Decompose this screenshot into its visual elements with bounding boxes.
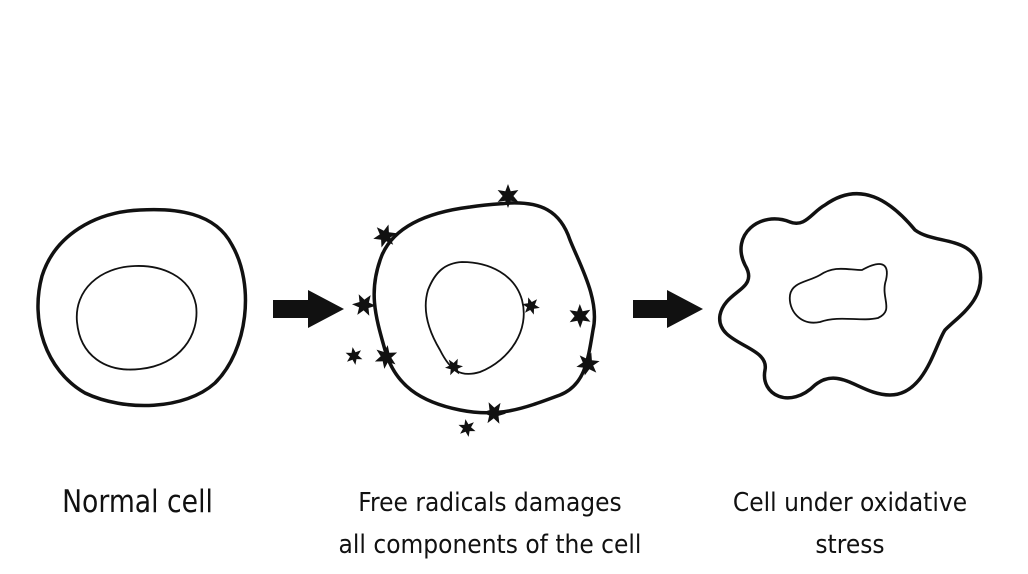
star-burst-icon xyxy=(522,297,540,315)
caption-line: Free radicals damages xyxy=(358,488,622,518)
star-burst-icon xyxy=(482,402,506,424)
normal-cell-membrane xyxy=(36,207,248,408)
caption-free-radicals: Free radicals damages all components of … xyxy=(319,482,661,566)
arrow-right-icon xyxy=(633,290,703,328)
star-burst-icon xyxy=(374,345,398,369)
damaged-cell-membrane xyxy=(372,201,597,415)
stressed-cell-membrane xyxy=(718,192,983,400)
star-burst-icon xyxy=(458,419,476,437)
stressed-cell xyxy=(718,192,983,400)
star-burst-icon xyxy=(373,224,397,248)
damaged-cell-nucleus xyxy=(424,261,525,375)
free-radicals xyxy=(345,184,600,437)
star-burst-icon xyxy=(497,184,519,208)
normal-cell-nucleus xyxy=(75,265,198,371)
arrow-right-icon xyxy=(273,290,344,328)
star-burst-icon xyxy=(352,294,376,316)
normal-cell xyxy=(36,207,248,408)
caption-line: Normal cell xyxy=(62,484,213,520)
caption-line: stress xyxy=(815,530,885,560)
star-burst-icon xyxy=(569,304,591,328)
caption-oxidative-stress: Cell under oxidative stress xyxy=(715,482,985,566)
caption-line: Cell under oxidative xyxy=(732,488,968,518)
caption-line: all components of the cell xyxy=(338,530,642,560)
damaged-cell xyxy=(372,201,597,415)
stressed-cell-nucleus xyxy=(788,263,888,324)
star-burst-icon xyxy=(345,347,363,365)
caption-normal-cell: Normal cell xyxy=(45,480,230,524)
star-burst-icon xyxy=(576,352,600,376)
star-burst-icon xyxy=(445,358,463,376)
